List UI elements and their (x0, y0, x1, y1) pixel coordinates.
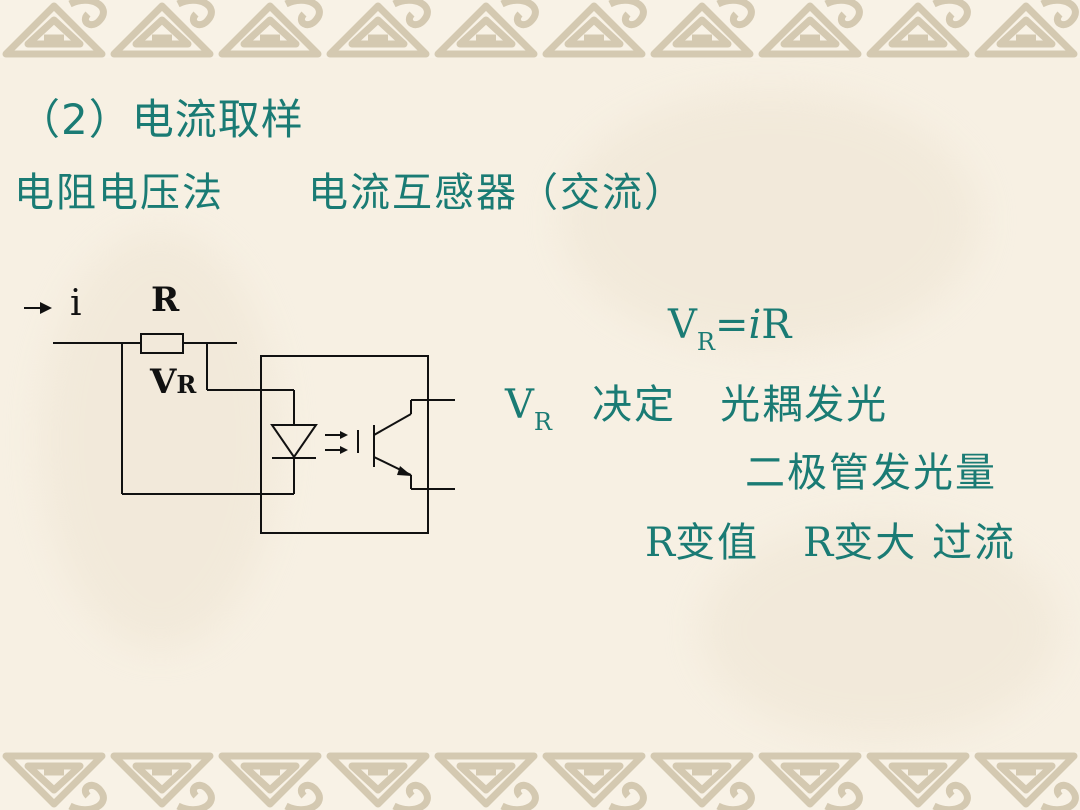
current-sampling-circuit (24, 302, 455, 534)
decorative-border-bottom (0, 752, 1080, 810)
current-label: i (70, 283, 82, 324)
method-resistor-voltage: 电阻电压法 (14, 170, 224, 216)
optocoupler-package (260, 355, 429, 534)
note-text: 决定 光耦发光 (591, 382, 889, 428)
led-triangle (270, 424, 318, 459)
section-heading: （2）电流取样 (18, 95, 304, 144)
formula-vr-ir: VR=iR (668, 302, 791, 356)
formula-v: V (668, 302, 697, 348)
voltage-label-sub: R (176, 370, 197, 399)
formula-i: i (748, 302, 762, 348)
resistor-symbol (140, 333, 184, 354)
voltage-label: VR (150, 362, 196, 402)
method-current-transformer: 电流互感器（交流） (308, 170, 686, 216)
note-led-output: 二极管发光量 (745, 450, 997, 496)
note-overcurrent: 变大 过流 (833, 520, 1016, 566)
note-r-change: 变值 (675, 520, 760, 566)
note-v: V (505, 382, 534, 428)
voltage-label-main: V (150, 362, 177, 402)
note-r1: R (645, 520, 676, 566)
note-r2: R (803, 520, 834, 566)
background-wash (560, 90, 980, 350)
formula-r: R (761, 302, 792, 348)
note-sub: R (533, 408, 552, 436)
decorative-border-top (0, 0, 1080, 58)
note-vr-determines: VR 决定 光耦发光 (505, 372, 888, 436)
formula-eq: = (714, 302, 749, 348)
background-wash (700, 520, 1060, 740)
formula-sub: R (696, 328, 715, 356)
resistor-label: R (151, 280, 180, 320)
emitter-arrow (397, 466, 412, 476)
current-arrow-head (40, 302, 52, 314)
background-wash (40, 230, 280, 650)
